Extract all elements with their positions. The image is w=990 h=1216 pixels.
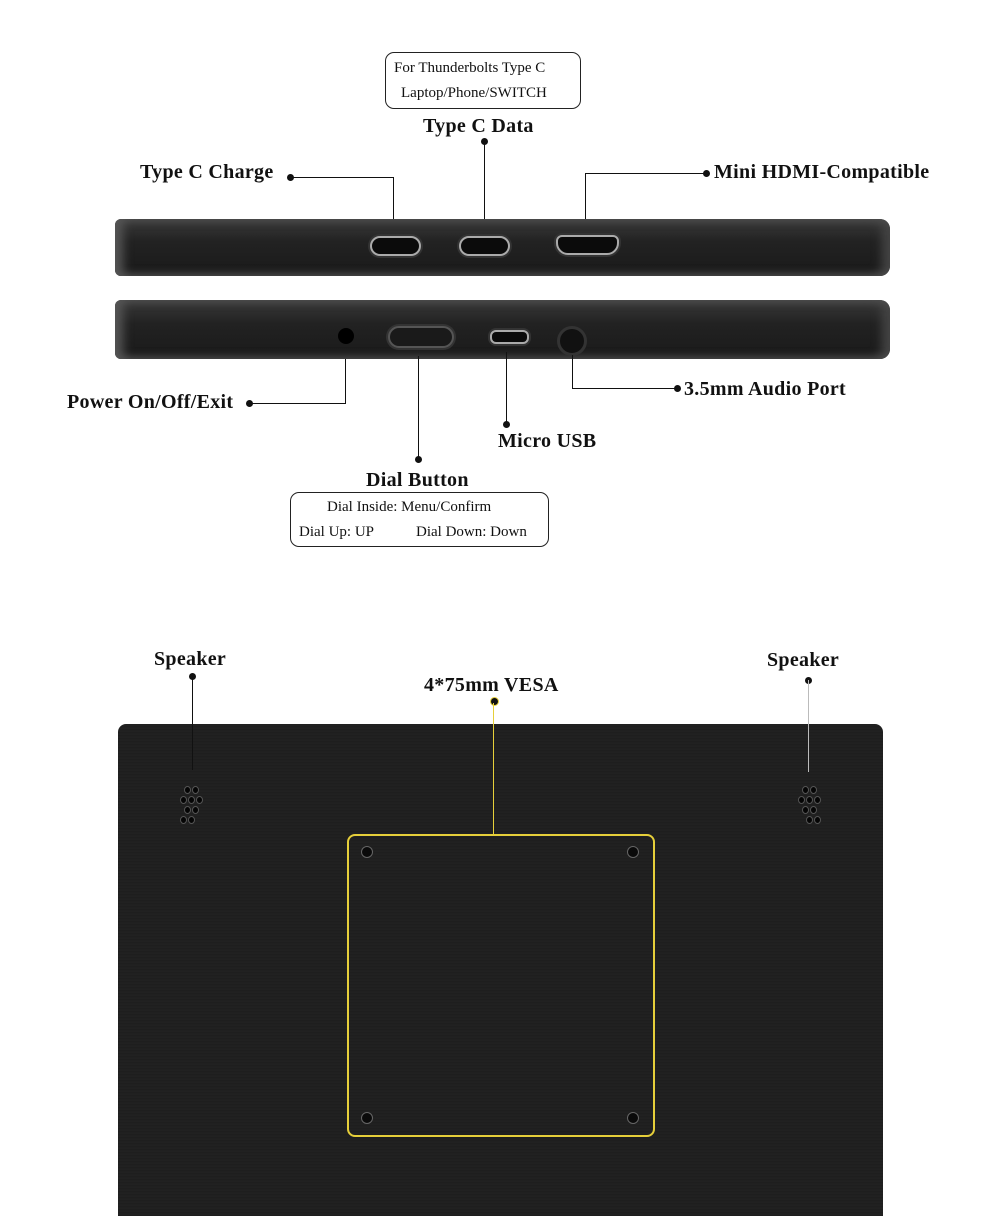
callout-line: [345, 359, 346, 404]
callout-line: [506, 352, 507, 424]
micro-usb-port: [490, 330, 529, 344]
callout-dot: [503, 421, 510, 428]
callout-dot: [246, 400, 253, 407]
vesa-label: 4*75mm VESA: [424, 674, 559, 696]
callout-line: [572, 355, 573, 389]
callout-dot: [415, 456, 422, 463]
callout-line: [393, 177, 394, 219]
callout-line: [572, 388, 677, 389]
vesa-mount-area: [347, 834, 655, 1137]
callout-line: [585, 173, 706, 174]
callout-dot: [674, 385, 681, 392]
dial-button: [388, 326, 454, 348]
type-c-data-port: [459, 236, 510, 256]
dial-inside-text: Dial Inside: Menu/Confirm: [327, 499, 492, 515]
screw-hole: [361, 846, 373, 858]
callout-line: [192, 676, 193, 770]
micro-usb-label: Micro USB: [498, 430, 597, 452]
callout-line: [484, 141, 485, 219]
power-button: [338, 328, 354, 344]
callout-line: [418, 356, 419, 460]
screw-hole: [361, 1112, 373, 1124]
callout-dot: [490, 697, 499, 706]
callout-line: [493, 703, 494, 834]
type-c-data-label: Type C Data: [423, 115, 534, 137]
type-c-charge-label: Type C Charge: [140, 161, 274, 183]
audio-label: 3.5mm Audio Port: [684, 378, 847, 400]
type-c-note-box: For Thunderbolts Type C Laptop/Phone/SWI…: [385, 52, 581, 109]
dial-down-text: Dial Down: Down: [416, 524, 527, 540]
callout-dot: [703, 170, 710, 177]
dial-up-text: Dial Up: UP: [299, 524, 374, 540]
audio-port: [557, 326, 587, 356]
type-c-charge-port: [370, 236, 421, 256]
monitor-side-edge: [115, 300, 890, 359]
speaker-grille-right: [798, 784, 822, 830]
speaker-grille-left: [180, 784, 204, 830]
callout-line: [585, 173, 586, 219]
monitor-back-panel: [118, 724, 883, 1216]
callout-line: [250, 403, 346, 404]
monitor-top-edge: [115, 219, 890, 276]
speaker-right-label: Speaker: [767, 649, 840, 671]
screw-hole: [627, 846, 639, 858]
note-line-2: Laptop/Phone/SWITCH: [401, 85, 547, 101]
callout-line: [290, 177, 394, 178]
dial-note-box: Dial Inside: Menu/Confirm Dial Up: UP Di…: [290, 492, 549, 547]
callout-line: [808, 680, 809, 772]
dial-button-label: Dial Button: [366, 469, 469, 491]
screw-hole: [627, 1112, 639, 1124]
power-label: Power On/Off/Exit: [67, 391, 234, 413]
note-line-1: For Thunderbolts Type C: [394, 60, 546, 76]
speaker-left-label: Speaker: [154, 648, 227, 670]
mini-hdmi-port: [556, 235, 619, 255]
mini-hdmi-label: Mini HDMI-Compatible: [714, 161, 930, 183]
